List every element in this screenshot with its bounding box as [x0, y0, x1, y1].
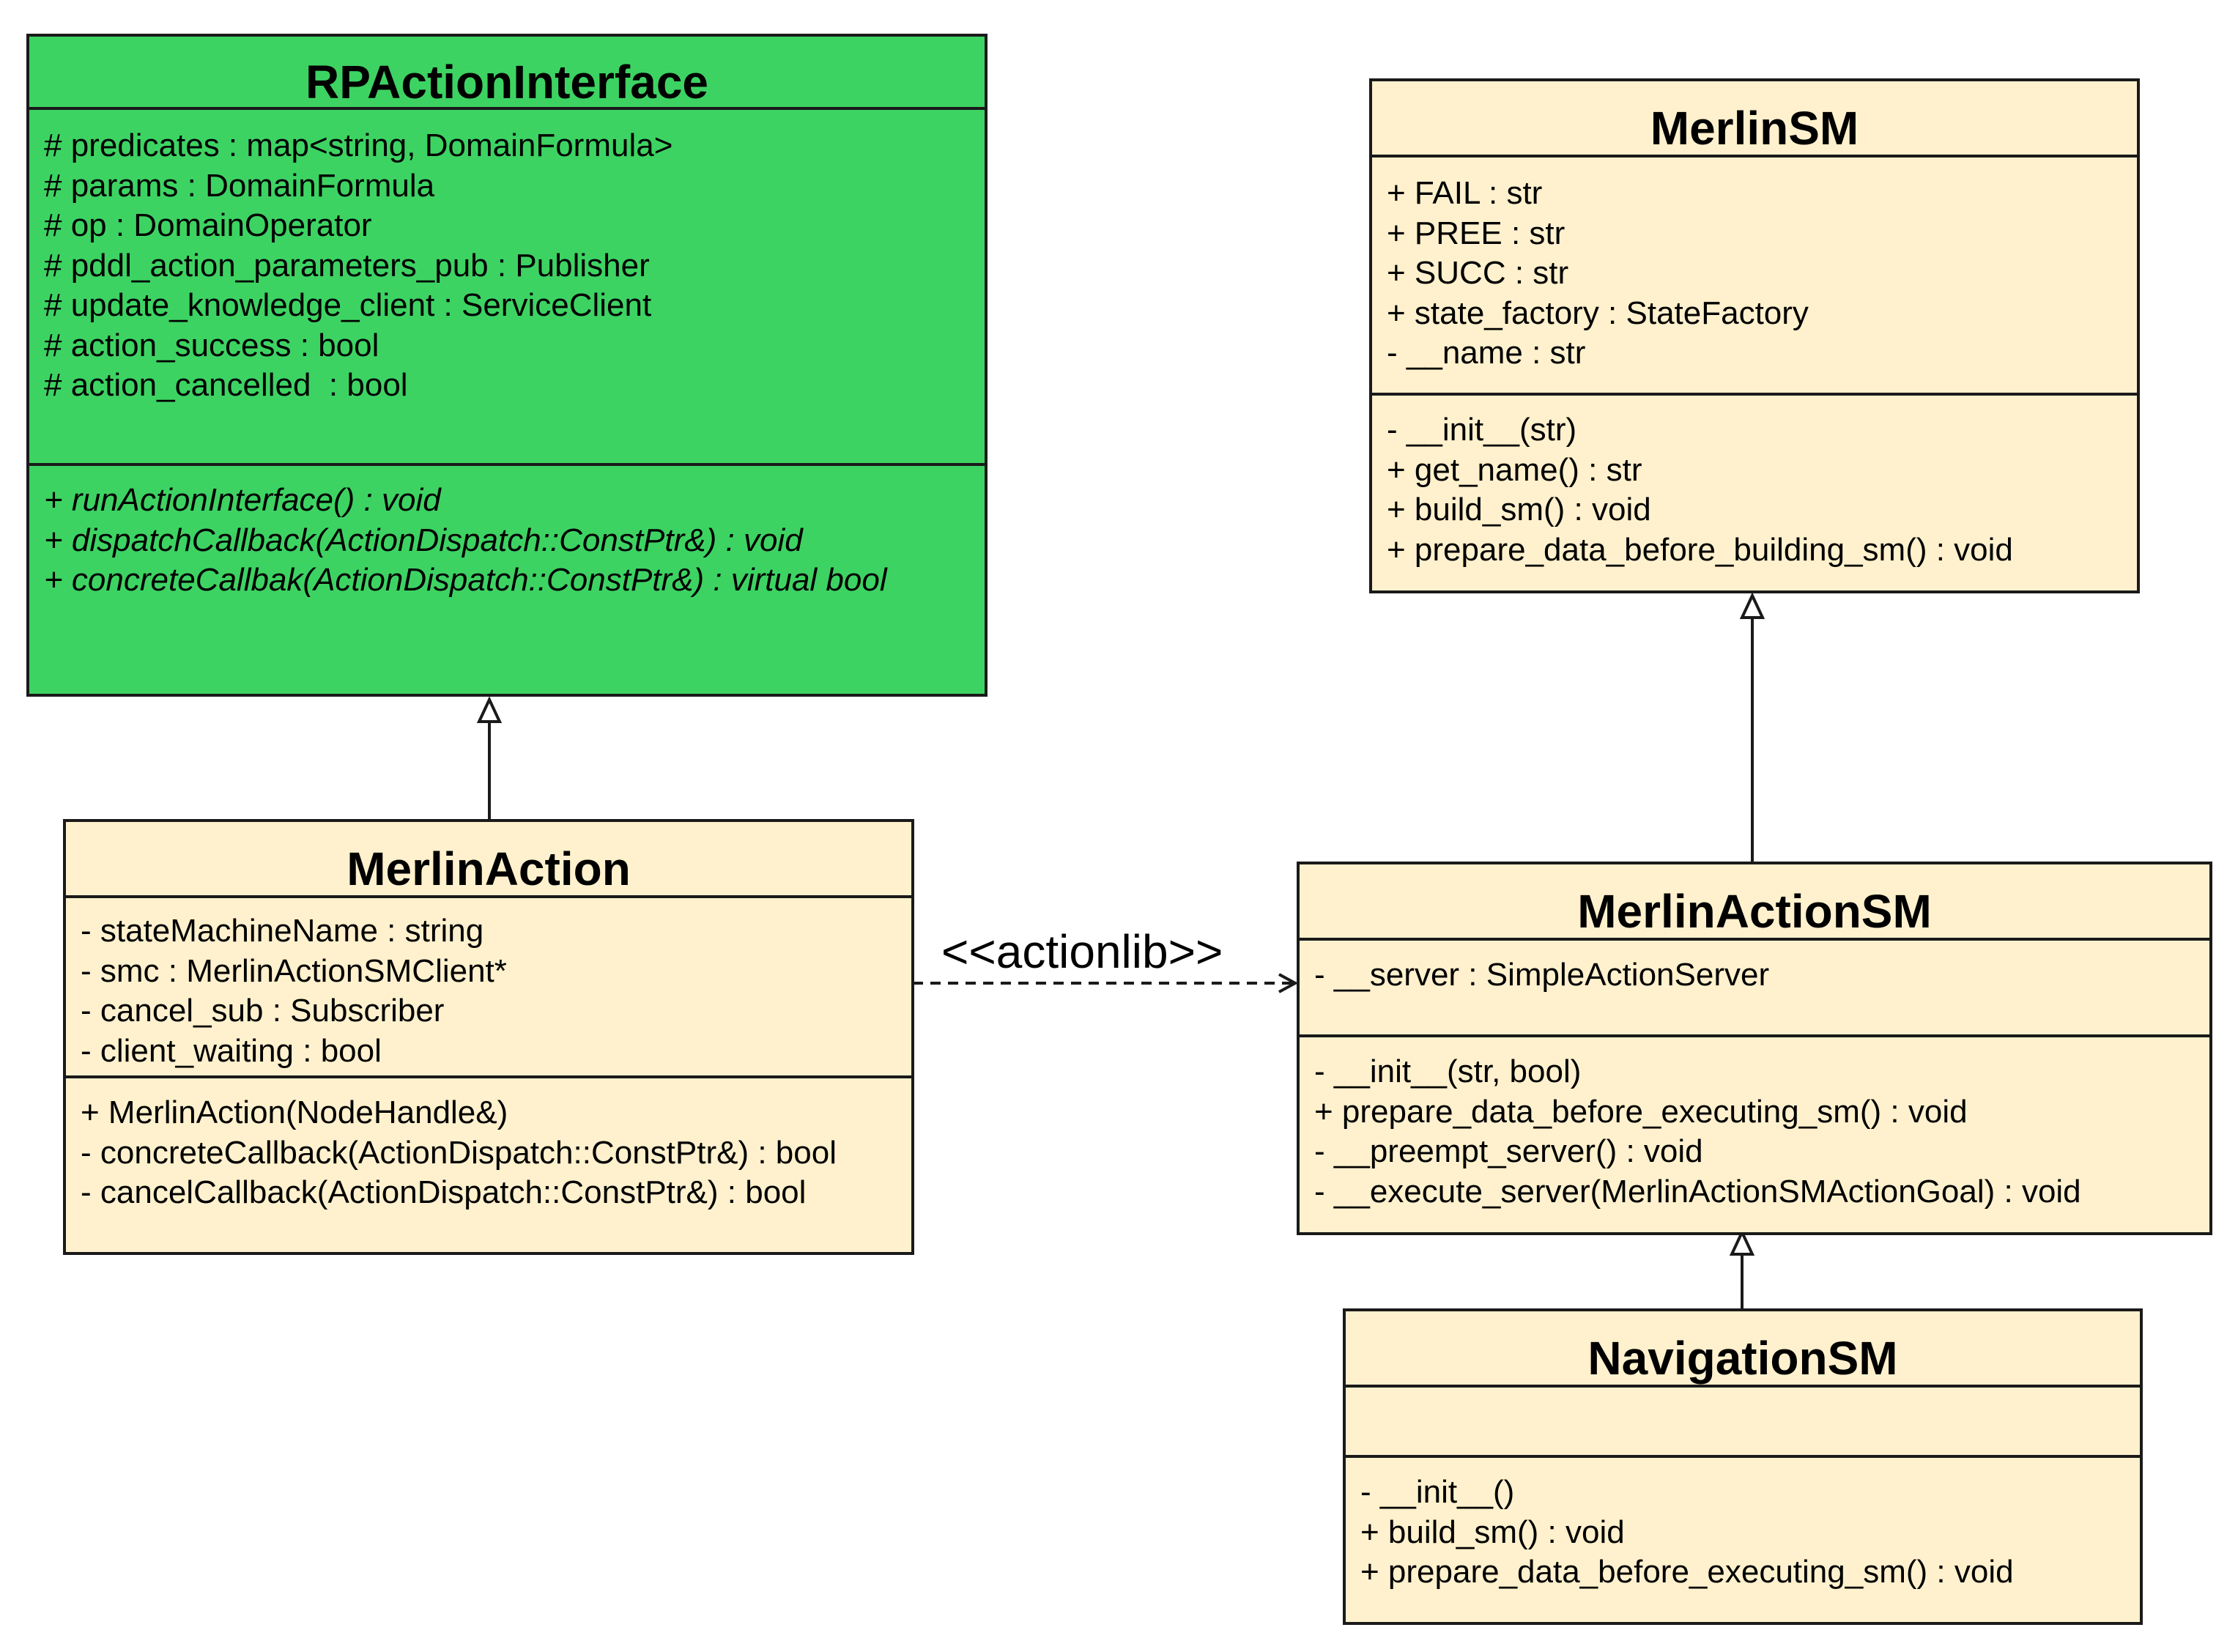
- method: + prepare_data_before_executing_sm() : v…: [1360, 1554, 2014, 1590]
- attribute: # op : DomainOperator: [44, 207, 372, 243]
- attributes-section: # predicates : map<string, DomainFormula…: [29, 110, 985, 466]
- attribute: # params : DomainFormula: [44, 167, 435, 204]
- attribute: + SUCC : str: [1387, 255, 1569, 291]
- method: + build_sm() : void: [1360, 1514, 1625, 1550]
- class-rpactioninterface[interactable]: RPActionInterface # predicates : map<str…: [26, 34, 987, 697]
- class-merlinactionsm[interactable]: MerlinActionSM - __server : SimpleAction…: [1297, 862, 2212, 1235]
- attributes-section: - stateMachineName : string - smc : Merl…: [66, 898, 911, 1078]
- attributes-section: [1346, 1388, 2140, 1458]
- attribute: - stateMachineName : string: [81, 913, 484, 949]
- inheritance-merlinaction-to-rpactioninterface: [476, 696, 503, 819]
- class-name: MerlinActionSM: [1300, 864, 2209, 941]
- inheritance-navigationsm-to-merlinactionsm: [1729, 1229, 1755, 1308]
- attribute: - __server : SimpleActionServer: [1314, 957, 1770, 993]
- dependency-actionlib: [913, 973, 1299, 993]
- method: - concreteCallback(ActionDispatch::Const…: [81, 1134, 837, 1171]
- method: + prepare_data_before_building_sm() : vo…: [1387, 531, 2013, 568]
- method: - __init__(str): [1387, 412, 1577, 448]
- attributes-section: - __server : SimpleActionServer: [1300, 941, 2209, 1037]
- method: - cancelCallback(ActionDispatch::ConstPt…: [81, 1174, 807, 1210]
- attribute: + FAIL : str: [1387, 175, 1543, 211]
- attribute: # pddl_action_parameters_pub : Publisher: [44, 247, 650, 284]
- methods-section: - __init__() + build_sm() : void + prepa…: [1346, 1458, 2140, 1593]
- methods-section: + MerlinAction(NodeHandle&) - concreteCa…: [66, 1078, 911, 1213]
- inheritance-merlinactionsm-to-merlinsm: [1739, 592, 1765, 862]
- method: + MerlinAction(NodeHandle&): [81, 1094, 508, 1130]
- attribute: - __name : str: [1387, 335, 1586, 371]
- method: + runActionInterface() : void: [44, 482, 441, 518]
- class-name: MerlinAction: [66, 822, 911, 898]
- class-name: MerlinSM: [1372, 81, 2137, 158]
- attribute: - smc : MerlinActionSMClient*: [81, 952, 507, 989]
- method: - __init__(): [1360, 1474, 1515, 1510]
- attribute: # update_knowledge_client : ServiceClien…: [44, 287, 652, 323]
- method: + concreteCallbak(ActionDispatch::ConstP…: [44, 562, 887, 598]
- attribute: # action_cancelled : bool: [44, 367, 408, 403]
- attribute: + state_factory : StateFactory: [1387, 295, 1809, 331]
- attributes-section: + FAIL : str + PREE : str + SUCC : str +…: [1372, 158, 2137, 396]
- class-name: RPActionInterface: [29, 37, 985, 110]
- actionlib-stereotype-label: <<actionlib>>: [941, 925, 1223, 978]
- method: - __execute_server(MerlinActionSMActionG…: [1314, 1173, 2081, 1210]
- attribute: - cancel_sub : Subscriber: [81, 993, 445, 1029]
- methods-section: + runActionInterface() : void + dispatch…: [29, 466, 985, 601]
- methods-section: - __init__(str) + get_name() : str + bui…: [1372, 396, 2137, 570]
- method: - __init__(str, bool): [1314, 1053, 1582, 1089]
- methods-section: - __init__(str, bool) + prepare_data_bef…: [1300, 1037, 2209, 1212]
- class-merlinsm[interactable]: MerlinSM + FAIL : str + PREE : str + SUC…: [1369, 78, 2140, 593]
- class-navigationsm[interactable]: NavigationSM - __init__() + build_sm() :…: [1343, 1308, 2143, 1625]
- method: - __preempt_server() : void: [1314, 1133, 1703, 1169]
- attribute: # predicates : map<string, DomainFormula…: [44, 127, 673, 163]
- method: + dispatchCallback(ActionDispatch::Const…: [44, 522, 803, 558]
- class-merlinaction[interactable]: MerlinAction - stateMachineName : string…: [63, 819, 914, 1255]
- method: + get_name() : str: [1387, 451, 1642, 488]
- method: + build_sm() : void: [1387, 492, 1651, 527]
- attribute: # action_success : bool: [44, 327, 379, 363]
- attribute: - client_waiting : bool: [81, 1032, 382, 1069]
- attribute: + PREE : str: [1387, 215, 1565, 251]
- class-name: NavigationSM: [1346, 1311, 2140, 1388]
- method: + prepare_data_before_executing_sm() : v…: [1314, 1093, 1968, 1130]
